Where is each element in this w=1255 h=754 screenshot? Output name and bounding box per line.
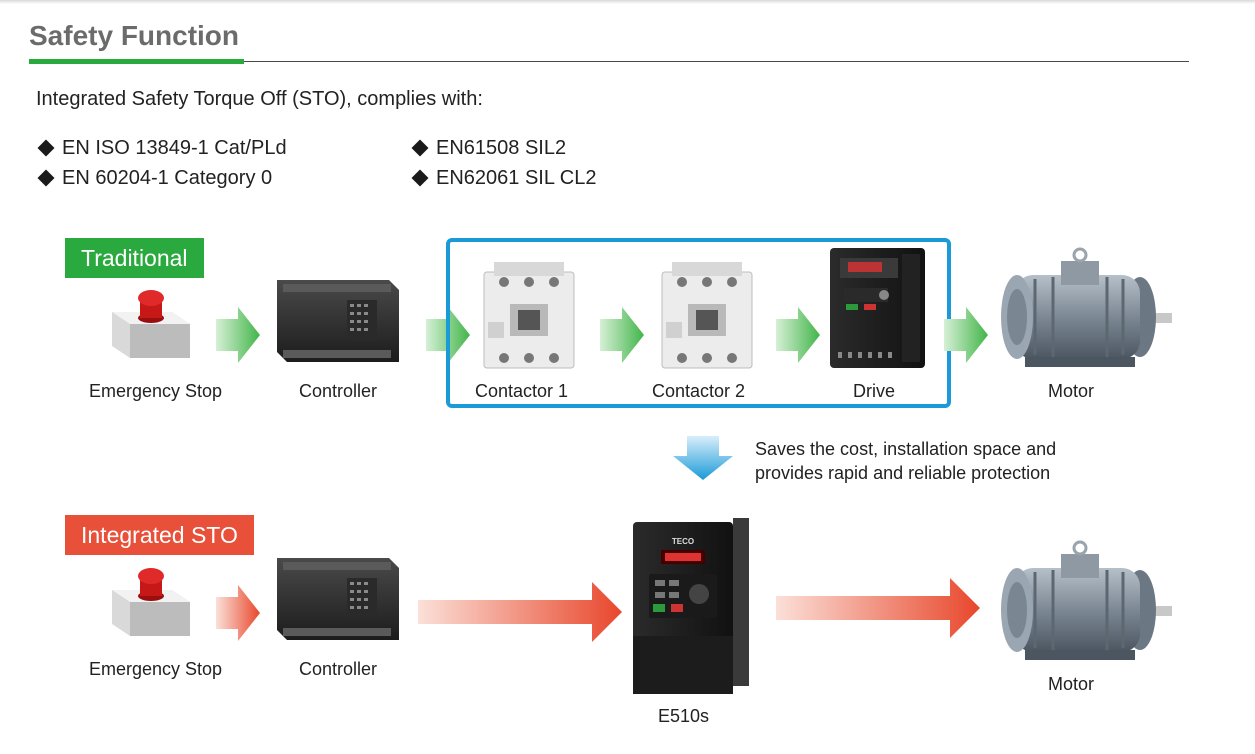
top-shadow-line (0, 0, 1255, 4)
label-e510s: E510s (658, 706, 710, 726)
standard-item: EN62061 SIL CL2 (410, 167, 596, 190)
red-long-arrow-icon (418, 582, 622, 642)
diamond-bullet-icon (37, 139, 55, 157)
green-arrow-icon (216, 307, 260, 363)
controller-icon (277, 558, 399, 640)
standard-item: EN 60204-1 Category 0 (36, 167, 272, 190)
benefit-note: Saves the cost, installation space and p… (755, 437, 1056, 485)
label-controller: Controller (299, 381, 378, 401)
green-arrow-icon (944, 307, 988, 363)
green-arrow-icon (600, 307, 644, 363)
label-controller: Controller (299, 659, 378, 679)
green-arrow-icon (776, 307, 820, 363)
blue-down-arrow-icon (673, 436, 733, 480)
motor-icon (999, 540, 1174, 662)
label-contactor-2: Contactor 2 (652, 381, 746, 401)
integrated-sto-tag: Integrated STO (65, 515, 254, 555)
label-motor: Motor (1048, 674, 1095, 694)
drive-brand-text: TECO (672, 537, 694, 546)
label-contactor-1: Contactor 1 (475, 381, 569, 401)
e510s-drive-icon: TECO (633, 518, 749, 694)
label-motor: Motor (1048, 381, 1095, 401)
intro-text: Integrated Safety Torque Off (STO), comp… (36, 88, 483, 110)
red-long-arrow-icon (776, 578, 980, 638)
diamond-bullet-icon (37, 169, 55, 187)
diamond-bullet-icon (411, 169, 429, 187)
contactor-2-icon (661, 261, 753, 369)
emergency-stop-icon (112, 568, 190, 636)
contactor-1-icon (483, 261, 575, 369)
standard-item: EN61508 SIL2 (410, 137, 566, 160)
benefit-line-1: Saves the cost, installation space and (755, 439, 1057, 459)
traditional-tag: Traditional (65, 238, 204, 278)
section-title: Safety Function (29, 20, 240, 51)
controller-icon (277, 280, 399, 362)
benefit-line-2: provides rapid and reliable protection (755, 463, 1051, 483)
title-divider (29, 61, 1189, 62)
label-emergency-stop: Emergency Stop (89, 659, 223, 679)
emergency-stop-icon (112, 290, 190, 358)
red-arrow-icon (216, 585, 260, 641)
drive-icon (830, 248, 925, 368)
label-emergency-stop: Emergency Stop (89, 381, 223, 401)
label-drive: Drive (853, 381, 896, 401)
diamond-bullet-icon (411, 139, 429, 157)
title-accent-bar (29, 59, 244, 64)
standard-item: EN ISO 13849-1 Cat/PLd (36, 137, 287, 160)
motor-icon (999, 247, 1174, 369)
